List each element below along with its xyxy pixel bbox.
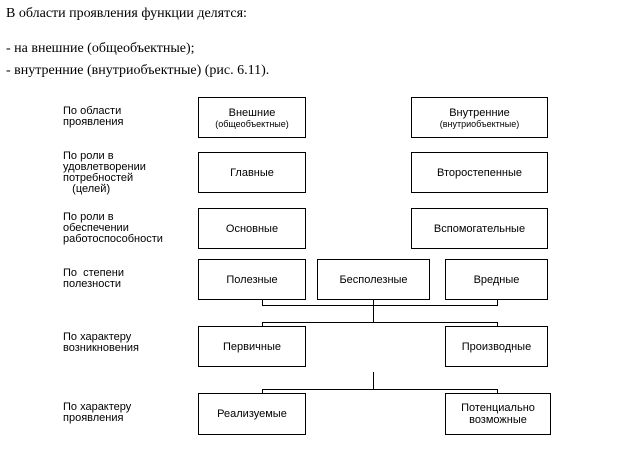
connector bbox=[262, 305, 498, 306]
box-secondary-label: Второстепенные bbox=[436, 166, 523, 179]
connector bbox=[262, 389, 263, 394]
box-potential: Потенциально возможные bbox=[445, 393, 551, 435]
connector bbox=[497, 322, 498, 327]
box-secondary: Второстепенные bbox=[411, 152, 548, 193]
box-derived: Производные bbox=[445, 326, 548, 367]
box-harmful: Вредные bbox=[445, 259, 548, 300]
box-derived-label: Производные bbox=[461, 340, 532, 353]
box-auxiliary: Вспомогательные bbox=[411, 208, 548, 249]
box-useless-label: Бесполезные bbox=[339, 273, 408, 286]
box-internal-sub: (внутриобъектные) bbox=[439, 118, 520, 129]
box-external-sub: (общеобъектные) bbox=[215, 118, 289, 129]
list-item-external: - на внешние (общеобъектные); bbox=[6, 41, 195, 56]
box-primary-label: Первичные bbox=[223, 340, 281, 353]
connector bbox=[262, 389, 498, 390]
connector bbox=[373, 300, 374, 322]
box-realized-label: Реализуемые bbox=[217, 408, 287, 420]
box-main: Главные bbox=[198, 152, 306, 193]
connector bbox=[373, 372, 374, 390]
row-label-manifestation: По характеру проявления bbox=[63, 401, 132, 424]
connector bbox=[262, 300, 263, 306]
box-internal: Внутренние (внутриобъектные) bbox=[411, 97, 548, 138]
row-label-usefulness: По степени полезности bbox=[63, 267, 124, 290]
row-label-scope: По области проявления bbox=[63, 105, 124, 128]
box-useful-label: Полезные bbox=[226, 273, 278, 286]
box-harmful-label: Вредные bbox=[473, 273, 520, 286]
box-external-main: Внешние bbox=[228, 106, 276, 119]
box-useful: Полезные bbox=[198, 259, 306, 300]
box-basic: Основные bbox=[198, 208, 306, 249]
intro-text: В области проявления функции делятся: bbox=[6, 6, 247, 21]
connector bbox=[497, 300, 498, 306]
box-internal-main: Внутренние bbox=[449, 106, 510, 119]
row-label-need-role: По роли в удовлетворении потребностей (ц… bbox=[63, 150, 146, 195]
row-label-operability-role: По роли в обеспечении работоспособности bbox=[63, 211, 163, 245]
connector bbox=[262, 322, 263, 327]
box-useless: Бесполезные bbox=[317, 259, 430, 300]
box-basic-label: Основные bbox=[225, 222, 279, 235]
box-primary: Первичные bbox=[198, 326, 306, 367]
row-label-origin: По характеру возникновения bbox=[63, 331, 139, 354]
list-item-internal: - внутренние (внутриобъектные) (рис. 6.1… bbox=[6, 63, 270, 78]
box-realized: Реализуемые bbox=[198, 393, 306, 435]
box-main-label: Главные bbox=[230, 166, 274, 179]
connector bbox=[262, 322, 498, 323]
box-external: Внешние (общеобъектные) bbox=[198, 97, 306, 138]
connector bbox=[497, 389, 498, 394]
box-potential-label: Потенциально возможные bbox=[461, 402, 535, 426]
box-auxiliary-label: Вспомогательные bbox=[433, 222, 526, 235]
